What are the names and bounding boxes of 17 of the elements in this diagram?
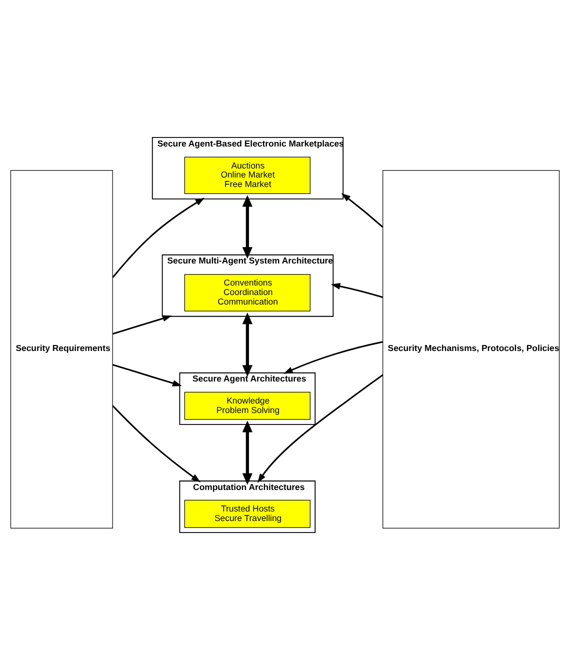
node-box: Knowledge Problem Solving <box>184 391 310 420</box>
arrow <box>242 420 253 484</box>
arrow <box>341 192 384 228</box>
arrow <box>242 194 253 258</box>
node-box: Conventions Coordination Communication <box>184 274 310 311</box>
node-box: Security Mechanisms, Protocols, Policies <box>382 170 560 528</box>
arrow <box>258 374 384 482</box>
node-box: Auctions Online Market Free Market <box>184 156 310 194</box>
node-box: Security Requirements <box>10 170 113 528</box>
arrow <box>283 340 383 374</box>
arrow <box>112 404 201 482</box>
arrow <box>330 282 383 298</box>
arrow <box>112 197 205 278</box>
arrow <box>112 364 182 386</box>
node-box: Trusted Hosts Secure Travelling <box>184 499 310 528</box>
arrow <box>242 312 253 376</box>
arrow <box>112 314 172 334</box>
